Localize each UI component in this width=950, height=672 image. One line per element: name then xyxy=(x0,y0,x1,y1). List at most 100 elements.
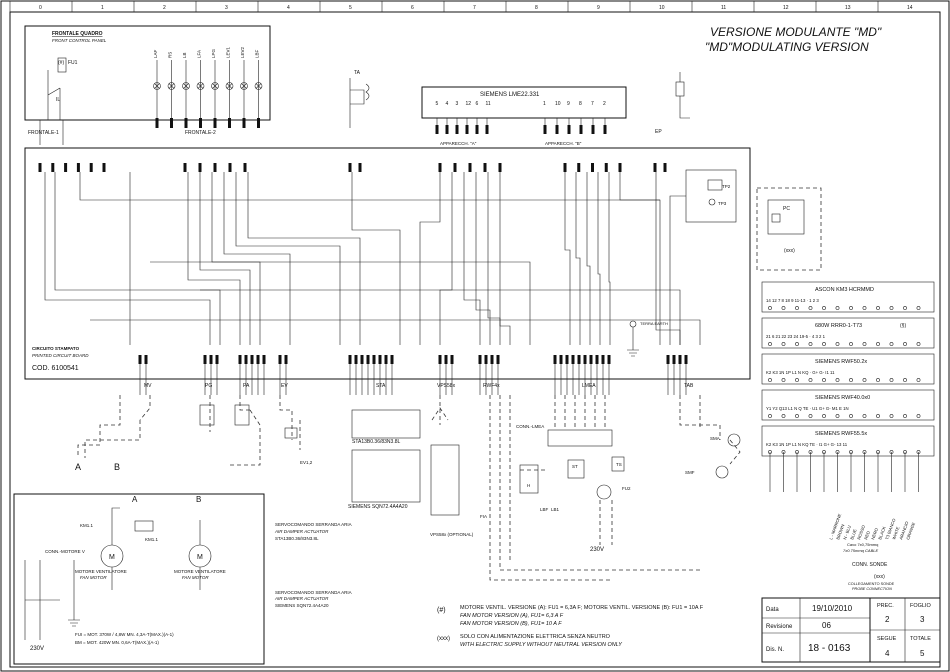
probe-wire-label: WHITE xyxy=(891,526,900,541)
pa-label: PA xyxy=(243,383,250,389)
controller-title: SIEMENS RWF40.0x0 xyxy=(815,395,870,401)
harness-pin xyxy=(243,163,247,172)
actuator-title2-en: AIR DAMPER ACTUATOR xyxy=(274,596,329,601)
lamp-icon xyxy=(211,82,219,90)
sta-model-label: STA13B0.36/83N3.8L xyxy=(352,439,400,445)
lamp-label: LPG xyxy=(211,48,216,58)
harness-pin xyxy=(577,163,581,172)
pcb-subtitle: PRINTED CIRCUIT BOARD xyxy=(32,353,89,358)
siemens-sq-label: SIEMENS SQN72.4A4A20 xyxy=(348,504,408,510)
harness-pin xyxy=(213,163,217,172)
harness-pin xyxy=(89,163,93,172)
probe-cable-label-en: 7x0.75mmq CABLE xyxy=(843,548,878,553)
lamp-label: LEV2 xyxy=(240,46,245,58)
lme-terminal xyxy=(543,125,547,134)
lme-pin-b: 7 xyxy=(591,101,594,107)
terminal-screw-icon xyxy=(808,378,813,382)
note-2-en: WITH ELECTRIC SUPPLY WITHOUT NEUTRAL VER… xyxy=(460,642,622,648)
ep-component-icon xyxy=(675,81,685,97)
earth-symbol-icon xyxy=(627,327,639,357)
lamp-icon xyxy=(240,82,248,90)
data-value: 19/10/2010 xyxy=(812,604,853,613)
smf-label: SMF xyxy=(685,470,695,475)
terminal-screw-icon xyxy=(808,342,813,346)
harness-pin xyxy=(38,163,42,172)
terminal-frontale-1: FRONTALE-1 xyxy=(28,130,59,136)
probe-wire-label: ROSSO xyxy=(856,524,866,541)
transformer-icon xyxy=(596,484,612,500)
lme-terminal xyxy=(445,125,449,134)
totale-label: TOTALE xyxy=(910,636,931,642)
lme-terminal xyxy=(591,125,595,134)
pcb-pin xyxy=(571,355,575,364)
pcb-pin xyxy=(250,355,254,364)
harness-pin xyxy=(468,163,472,172)
column-number: 12 xyxy=(783,5,789,11)
actuator-title2-it: SERVOCOMANDO SERRANDA ARIA xyxy=(275,590,352,595)
terminal-screw-icon xyxy=(822,378,826,382)
terminal-screw-icon xyxy=(808,414,813,418)
totale-value: 5 xyxy=(920,649,925,658)
pcb-wiring xyxy=(44,172,701,345)
pcb-pin xyxy=(672,355,676,364)
pc-block: PC (xxx) xyxy=(756,187,822,271)
controller-pins: 21 6 21 22 23 24 19-5 · 4 3 2 1 xyxy=(766,334,826,339)
fia-label: FIA xyxy=(480,514,487,519)
bottom-components: MV PG PA EV STA VPS58x RWF4x LMEA TAB A … xyxy=(75,383,720,553)
actuator-model2: SIEMENS SQN72.4A4A20 xyxy=(275,603,329,608)
pcb-pin xyxy=(384,355,388,364)
pcb-pin xyxy=(577,355,581,364)
probe-wire-label: BROWN xyxy=(835,524,845,541)
pcb-board xyxy=(24,147,751,380)
lme-pin-a: 3 xyxy=(456,101,459,107)
probe-wire-label: RED xyxy=(863,530,871,540)
terminal-screw-icon xyxy=(822,342,826,346)
st-label: ST xyxy=(572,464,578,469)
terminal-screw-icon xyxy=(808,306,813,310)
controller-title: 680W RRR0-1-T73 xyxy=(815,323,862,329)
controller-title: ASCON KM3 HCRMMD xyxy=(815,287,874,293)
terminal-screw-icon xyxy=(795,378,799,382)
pcb-pin xyxy=(589,355,593,364)
front-panel-title: FRONTALE QUADRO xyxy=(52,31,103,37)
lme-pin-b: 9 xyxy=(567,101,570,107)
terminal-screw-icon xyxy=(849,342,853,346)
harness-pin xyxy=(438,163,442,172)
motor-a-text-en: FAN MOTOR xyxy=(80,575,107,580)
group-b-label: APPARECCH. "B" xyxy=(545,141,582,146)
terminal-screw-icon xyxy=(768,414,772,418)
pcb-pin xyxy=(354,355,358,364)
sensor-icon xyxy=(727,433,741,447)
lamp-label: RS xyxy=(168,52,173,58)
conn-lmea-label: CONN.-LMEA xyxy=(516,424,544,429)
pcb-pin xyxy=(684,355,688,364)
motor-b-label: B xyxy=(196,495,201,504)
terminal-pin xyxy=(184,118,188,128)
column-number: 14 xyxy=(907,5,913,11)
lme-terminal xyxy=(579,125,583,134)
terminal-screw-icon xyxy=(768,378,772,382)
harness-pin xyxy=(563,163,567,172)
motor-b-symbol: M xyxy=(197,554,203,561)
component-box xyxy=(519,464,539,494)
front-panel-subtitle: FRONT CONTROL PANEL xyxy=(52,38,107,43)
controller-title: SIEMENS RWF55.5x xyxy=(815,431,867,437)
motor-box-frame xyxy=(13,493,265,665)
lamp-label: LFA xyxy=(197,50,202,58)
harness-pin xyxy=(591,163,594,172)
lme-pin-b: 10 xyxy=(555,101,561,107)
column-number: 6 xyxy=(411,5,414,11)
terminal-screw-icon xyxy=(903,378,907,382)
terminal-screw-icon xyxy=(903,414,907,418)
terminal-screw-icon xyxy=(822,306,826,310)
pcb-pin xyxy=(559,355,563,364)
actuator-legend: SERVOCOMANDO SERRANDA ARIA AIR DAMPER AC… xyxy=(274,522,352,608)
pcb-title: CIRCUITO STAMPATO xyxy=(32,346,80,351)
fu-note-1: FUI = MOT. 370W / 4,8W MN. 4,3A-T(MAX.)(… xyxy=(75,632,174,637)
